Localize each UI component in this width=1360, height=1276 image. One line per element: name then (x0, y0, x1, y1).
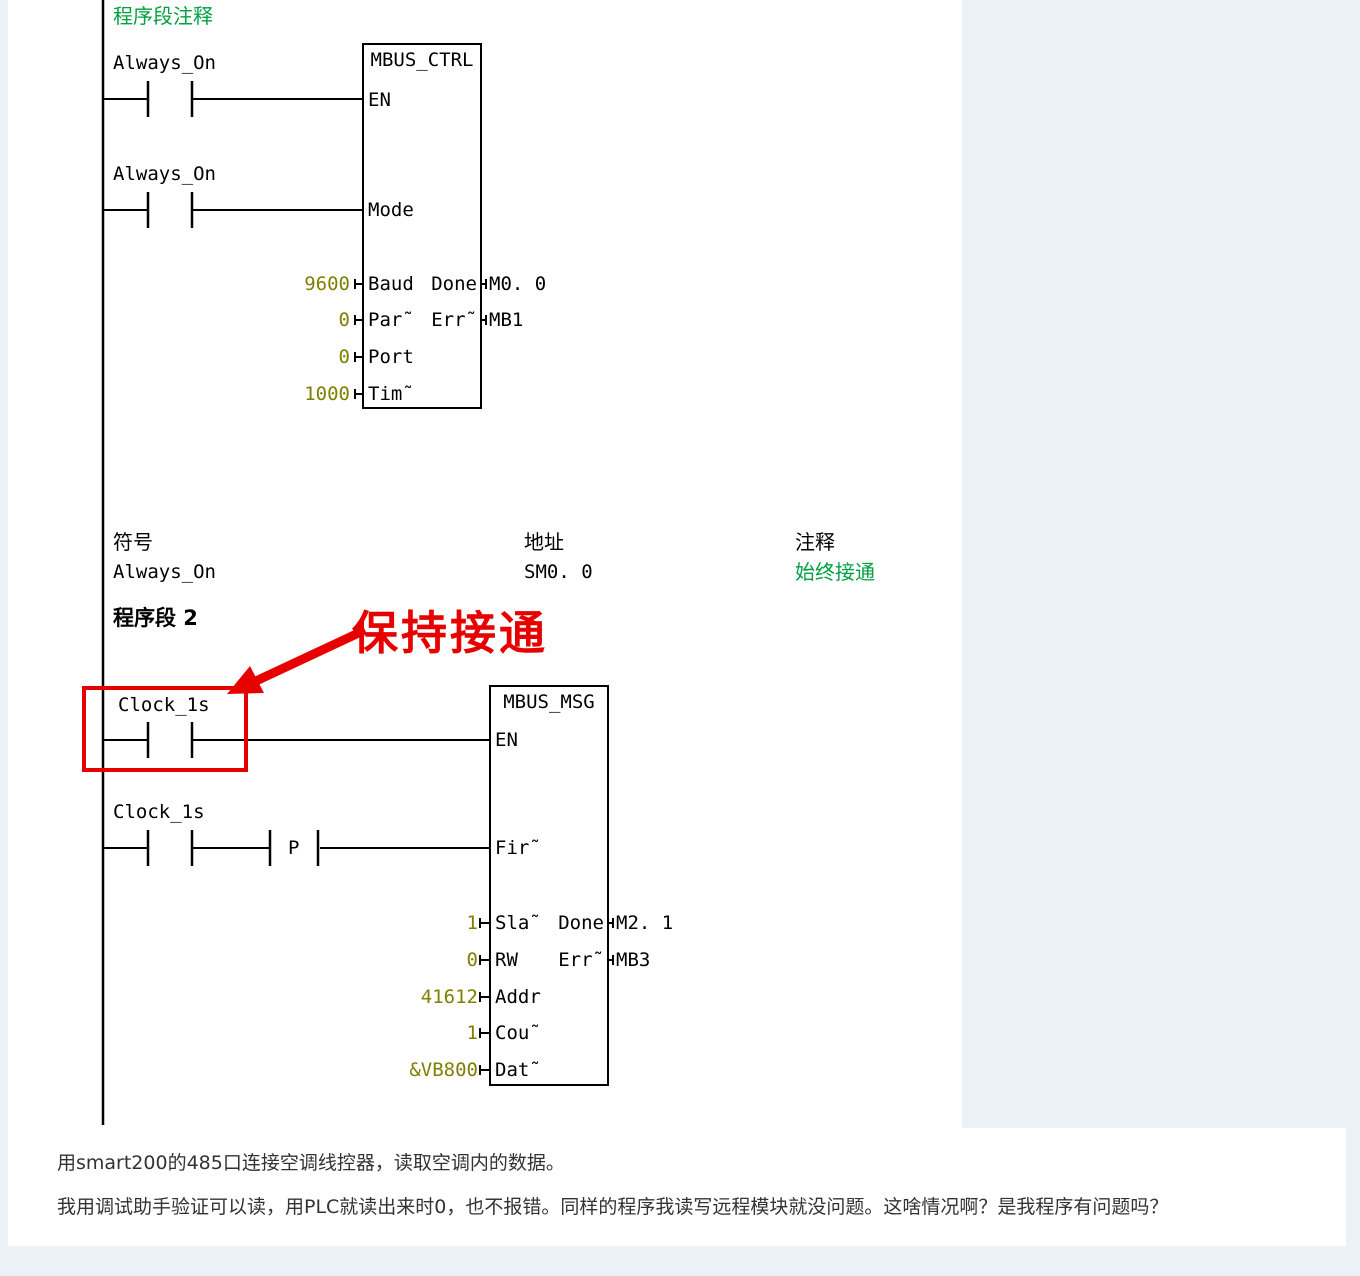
contact-label-clock1s-2: Clock_1s (113, 801, 205, 823)
pin-label-mode: Mode (368, 199, 414, 221)
symbol-table-row-address: SM0. 0 (524, 561, 593, 583)
ladder-diagram-canvas (8, 0, 962, 1128)
symbol-table-header-address: 地址 (524, 530, 564, 554)
output-operand-err: MB1 (489, 309, 524, 331)
pin-label-addr: Addr (495, 986, 541, 1008)
param-value-baud: 9600 (304, 273, 350, 295)
network2-wires (103, 739, 490, 849)
annotation-arrow-icon (227, 625, 367, 694)
pin-label-en: EN (368, 89, 391, 111)
output-operand-done2: M2. 1 (616, 912, 674, 934)
network2-header: 程序段 2 (113, 606, 198, 630)
param-value-addr: 41612 (420, 986, 478, 1008)
param-value-tim: 1000 (304, 383, 350, 405)
pin-label-dat: Dat˜ (495, 1059, 541, 1081)
network1-pin-ticks (354, 279, 487, 399)
symbol-table-header-comment: 注释 (795, 530, 835, 554)
pin-label-rw: RW (495, 949, 518, 971)
param-value-rw: 0 (466, 949, 478, 971)
pin-label-port: Port (368, 346, 414, 368)
network1-comment: 程序段注释 (113, 4, 213, 28)
block-title-mbus-msg: MBUS_MSG (503, 691, 595, 713)
symbol-table-row-symbol: Always_On (113, 561, 216, 583)
output-operand-err2: MB3 (616, 949, 651, 971)
pin-label-err2: Err˜ (558, 949, 604, 971)
pin-label-done: Done (431, 273, 477, 295)
pin-label-sla: Sla˜ (495, 912, 541, 934)
pin-label-en2: EN (495, 729, 518, 751)
network1-contacts (146, 81, 194, 228)
contact-label-clock1s-1: Clock_1s (118, 694, 210, 716)
annotation-text: 保持接通 (352, 606, 548, 660)
pin-label-cou: Cou˜ (495, 1022, 541, 1044)
pin-label-par: Par˜ (368, 309, 414, 331)
symbol-table-header-symbol: 符号 (113, 530, 153, 554)
mbus-ctrl-block-box (362, 43, 482, 409)
post-text-area (8, 1128, 1346, 1246)
post-paragraph-1: 用smart200的485口连接空调线控器，读取空调内的数据。 (57, 1152, 565, 1174)
block-title-mbus-ctrl: MBUS_CTRL (370, 49, 474, 71)
network1-wires (103, 98, 363, 211)
pin-label-done2: Done (558, 912, 604, 934)
post-paragraph-2: 我用调试助手验证可以读，用PLC就读出来时0，也不报错。同样的程序我读写远程模块… (57, 1196, 1169, 1218)
contact-label-always-on-2: Always_On (113, 163, 216, 185)
symbol-table-row-comment: 始终接通 (795, 560, 875, 584)
positive-edge-contact-label: P (288, 837, 300, 859)
network2-contacts (146, 722, 320, 866)
param-value-cou: 1 (466, 1022, 478, 1044)
pin-label-fir: Fir˜ (495, 837, 541, 859)
pin-label-tim: Tim˜ (368, 383, 414, 405)
contact-label-always-on-1: Always_On (113, 52, 216, 74)
pin-label-err: Err˜ (431, 309, 477, 331)
param-value-dat: &VB800 (409, 1059, 478, 1081)
pin-label-baud: Baud (368, 273, 414, 295)
param-value-sla: 1 (466, 912, 478, 934)
param-value-port: 0 (338, 346, 350, 368)
highlight-box (82, 686, 248, 772)
mbus-msg-block-box (489, 685, 609, 1086)
output-operand-done: M0. 0 (489, 273, 547, 295)
param-value-par: 0 (338, 309, 350, 331)
